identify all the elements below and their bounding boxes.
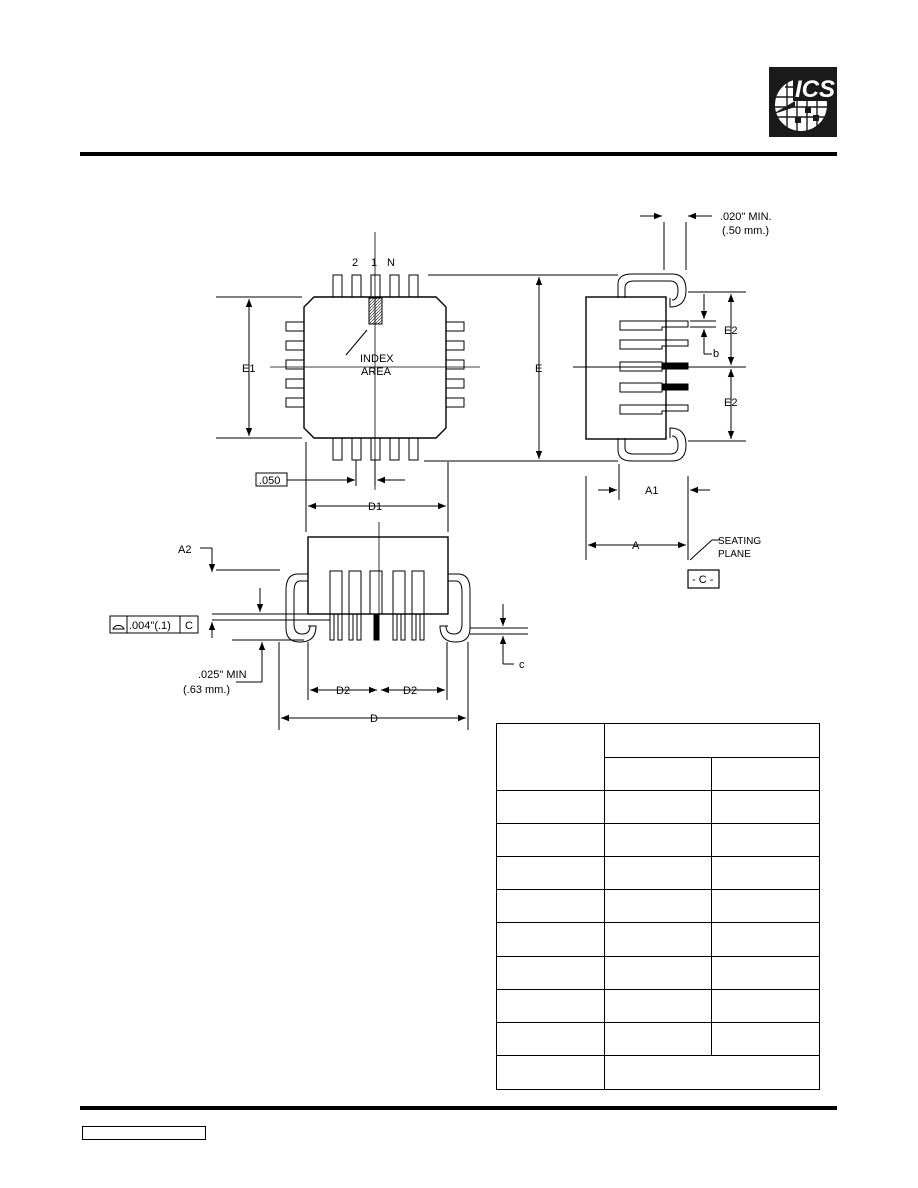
dim-d2-left-label: D2: [336, 685, 350, 697]
dim-d-label: D: [370, 713, 378, 725]
header-rule: [80, 152, 837, 156]
pin-2-label: 2: [352, 257, 358, 269]
dim-a-label: A: [632, 540, 640, 552]
lead-clearance-label-2: (.50 mm.): [722, 225, 769, 237]
table-row: [496, 955, 820, 990]
table-row: [496, 823, 820, 858]
dim-d2-right-label: D2: [403, 685, 417, 697]
standoff-label-1: .025" MIN: [198, 669, 247, 681]
footer-rule: [80, 1106, 837, 1110]
table-row: [496, 1054, 821, 1091]
table-row: [496, 856, 820, 891]
seating-plane-label-1: SEATING: [718, 536, 761, 547]
standoff-label-2: (.63 mm.): [183, 684, 230, 696]
dim-b-label: b: [713, 348, 719, 360]
table-header-group: [603, 722, 821, 759]
dim-e-label: E: [535, 363, 542, 375]
profile-symbol-icon: [112, 624, 125, 630]
pitch-label: .050: [259, 475, 280, 487]
coplanarity-tolerance: .004"(.1): [129, 620, 171, 632]
table-row: [496, 988, 820, 1023]
index-area-label-2: AREA: [361, 366, 392, 378]
ics-logo: ICS: [769, 67, 837, 137]
dim-e2-bottom-label: E2: [724, 397, 737, 409]
dim-a2-label: A2: [178, 544, 191, 556]
seating-plane-label-2: PLANE: [718, 549, 751, 560]
logo-lettering: ICS: [795, 76, 835, 103]
dim-a1-label: A1: [645, 485, 658, 497]
dim-e1-label: E1: [242, 363, 255, 375]
index-area-label-1: INDEX: [360, 353, 394, 365]
table-row: [496, 790, 820, 825]
table-row: [496, 922, 820, 957]
dim-d1-label: D1: [368, 501, 382, 513]
table-row: [496, 889, 820, 924]
table-header-symbol: [496, 722, 605, 792]
lead-clearance-label-1: .020" MIN.: [720, 211, 772, 223]
dim-c-label: c: [519, 659, 525, 671]
pin-n-label: N: [387, 257, 395, 269]
pin-1-label: 1: [371, 257, 377, 269]
datum-c-label: - C -: [692, 574, 714, 586]
package-drawing: 2 1 N INDEX AREA E1 E .050 D1 .020" MIN.…: [109, 211, 772, 730]
table-header-min: [603, 757, 713, 792]
coplanarity-datum: C: [185, 620, 193, 632]
table-header-max: [711, 757, 820, 792]
dim-e2-top-label: E2: [724, 325, 737, 337]
dimensions-table: [496, 722, 821, 1091]
table-row: [496, 1021, 820, 1056]
footer-box: [82, 1126, 206, 1140]
